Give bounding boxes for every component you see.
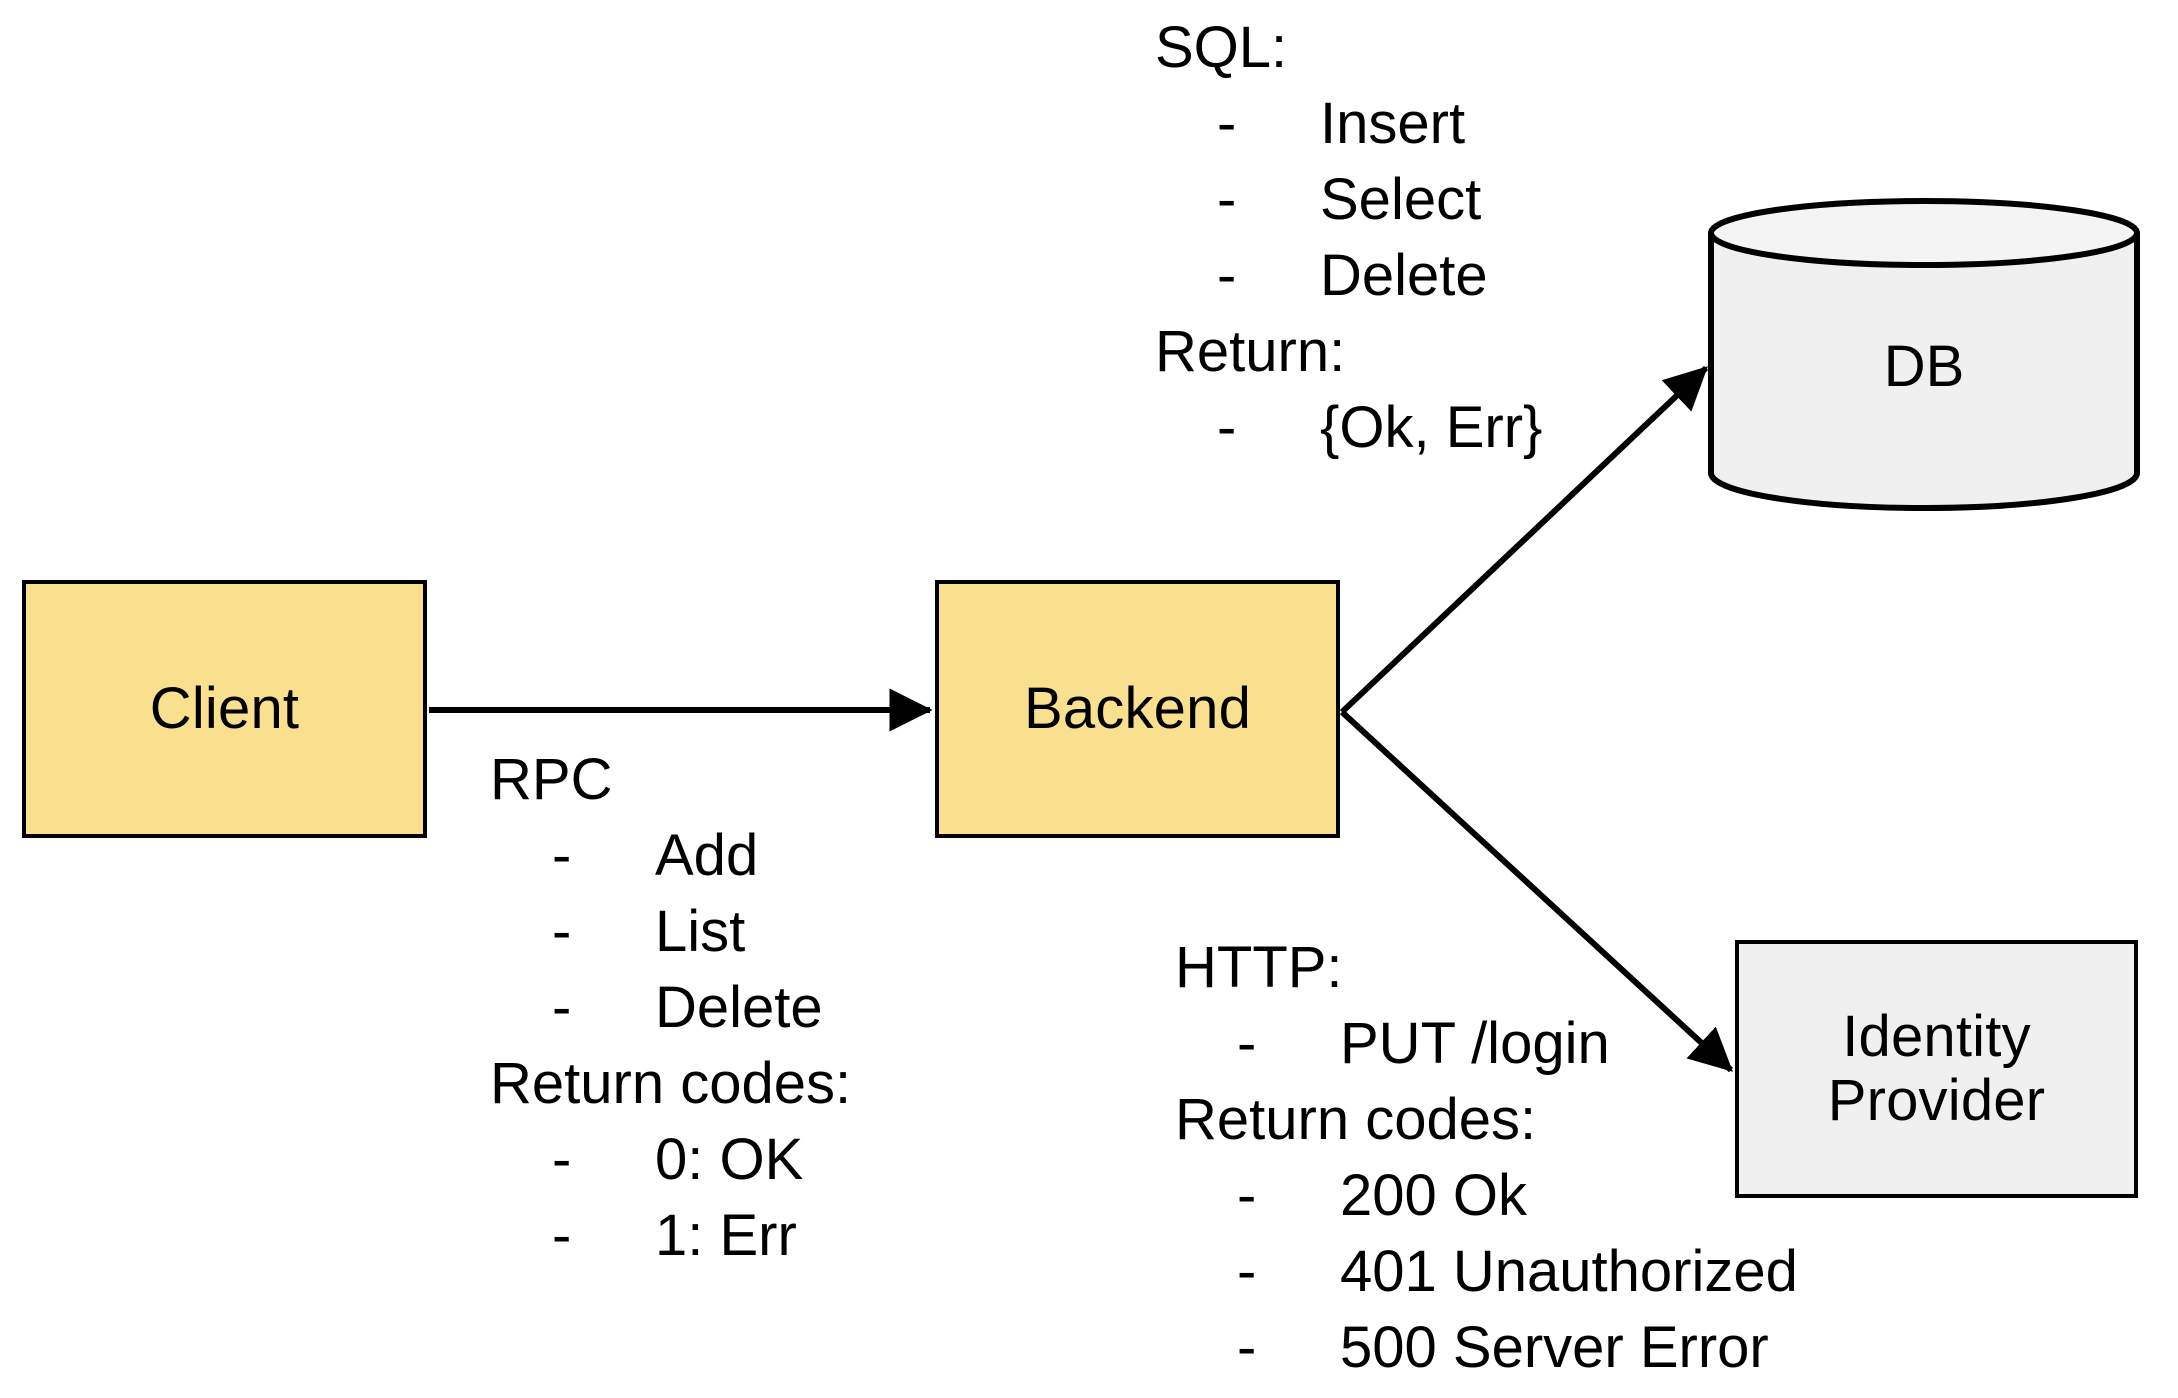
rpc-heading: RPC [490,747,613,812]
rpc-return-item: - 1: Err [490,1198,851,1274]
bullet-dash-icon: - [1237,1239,1257,1304]
rpc-return-heading: Return codes: [490,1051,852,1116]
annotation-rpc: RPC - Add - List - Delete Return codes: … [490,742,851,1274]
annotation-sql: SQL: - Insert - Select - Delete Return: … [1155,10,1542,466]
node-client[interactable]: Client [22,580,427,838]
http-return-item-label: 401 Unauthorized [1340,1239,1798,1304]
rpc-return-item: - 0: OK [490,1122,851,1198]
http-return-item-label: 200 Ok [1340,1163,1527,1228]
http-heading: HTTP: [1175,935,1343,1000]
sql-item: - Delete [1155,238,1542,314]
node-database[interactable]: DB [1706,198,2142,511]
sql-item-label: Insert [1320,91,1466,156]
bullet-dash-icon: - [552,975,572,1040]
http-return-item: - 500 Server Error [1175,1310,1798,1386]
sql-return-item-label: {Ok, Err} [1320,395,1543,460]
annotation-http: HTTP: - PUT /login Return codes: - 200 O… [1175,930,1798,1386]
http-return-item: - 200 Ok [1175,1158,1798,1234]
bullet-dash-icon: - [552,1127,572,1192]
bullet-dash-icon: - [1217,91,1237,156]
rpc-item-label: Delete [655,975,823,1040]
node-identity-provider-label: Identity Provider [1827,1004,2046,1133]
rpc-item: - Add [490,818,851,894]
sql-item-label: Delete [1320,243,1488,308]
sql-heading: SQL: [1155,15,1288,80]
node-backend[interactable]: Backend [935,580,1340,838]
http-item-label: PUT /login [1340,1011,1610,1076]
node-database-label-wrap: DB [1706,198,2142,508]
rpc-return-item-label: 1: Err [655,1203,797,1268]
sql-item: - Insert [1155,86,1542,162]
sql-return-heading: Return: [1155,319,1346,384]
bullet-dash-icon: - [552,823,572,888]
http-return-item: - 401 Unauthorized [1175,1234,1798,1310]
bullet-dash-icon: - [552,1203,572,1268]
sql-item-label: Select [1320,167,1482,232]
sql-return-item: - {Ok, Err} [1155,390,1542,466]
bullet-dash-icon: - [552,899,572,964]
rpc-return-item-label: 0: OK [655,1127,804,1192]
rpc-item: - List [490,894,851,970]
sql-item: - Select [1155,162,1542,238]
bullet-dash-icon: - [1237,1315,1257,1380]
http-item: - PUT /login [1175,1006,1798,1082]
rpc-item-label: Add [655,823,759,888]
bullet-dash-icon: - [1237,1163,1257,1228]
http-return-item-label: 500 Server Error [1340,1315,1769,1380]
database-cylinder-icon [1708,198,2140,511]
http-return-heading: Return codes: [1175,1087,1537,1152]
bullet-dash-icon: - [1237,1011,1257,1076]
bullet-dash-icon: - [1217,395,1237,460]
rpc-item: - Delete [490,970,851,1046]
node-client-label: Client [149,676,300,742]
node-backend-label: Backend [1023,676,1252,742]
node-database-label: DB [1883,333,1965,399]
bullet-dash-icon: - [1217,167,1237,232]
bullet-dash-icon: - [1217,243,1237,308]
rpc-item-label: List [655,899,746,964]
